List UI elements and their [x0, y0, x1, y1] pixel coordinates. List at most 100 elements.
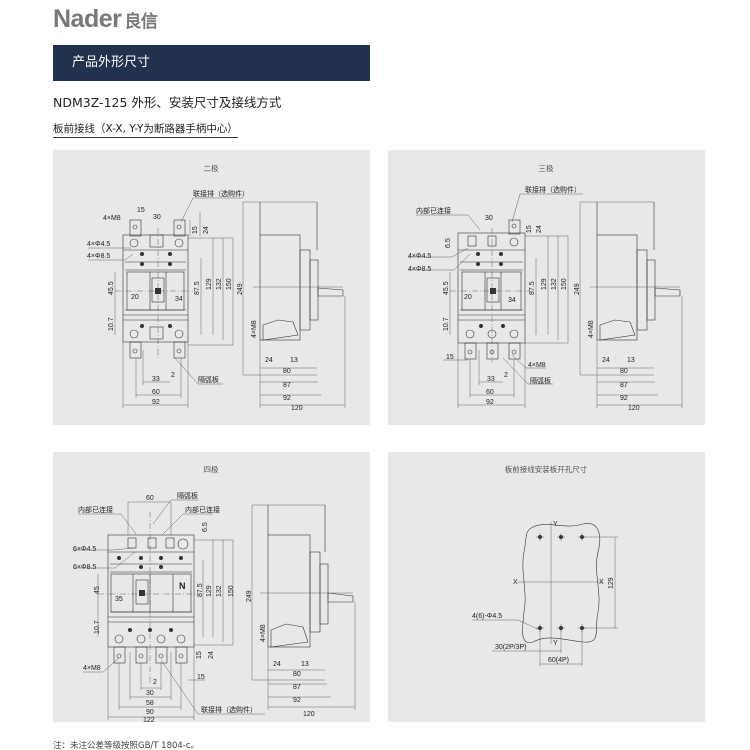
section-banner: 产品外形尺寸	[53, 45, 370, 81]
dim-label: 129	[608, 577, 615, 589]
panel-title: 二极	[204, 163, 219, 173]
dim-label: 2	[504, 372, 508, 379]
dim-label: 87.5	[197, 583, 204, 597]
dim-label: 6.5	[202, 522, 209, 532]
dim-label: 60	[146, 495, 154, 502]
dim-label: 120	[303, 711, 315, 718]
page-subtitle: 板前接线（X-X, Y-Y为断路器手柄中心）	[53, 121, 238, 138]
dim-label: 24	[536, 225, 543, 233]
dim-label: 30	[485, 215, 493, 222]
dim-label: 87.5	[194, 281, 201, 295]
dim-label: 24	[273, 661, 281, 668]
dim-label: 87	[283, 382, 291, 389]
dim-label: 15	[197, 674, 205, 681]
dim-label: 4×Φ4.5	[87, 241, 110, 248]
dim-label: 10.7	[94, 620, 101, 634]
dim-label: 87	[620, 382, 628, 389]
drawing-panel-4-pole: 四极	[53, 452, 370, 722]
front-view	[73, 499, 265, 720]
dim-label: 30	[146, 690, 154, 697]
dim-label: 24	[208, 651, 215, 659]
drawing-cutout: 板前接线安装板开孔尺寸 Y Y X X 129 4(6)-Φ4.5	[472, 464, 618, 666]
dim-label: 33	[152, 376, 160, 383]
mounting-holes	[536, 533, 586, 632]
dim-label: 45.5	[443, 281, 450, 295]
callout-label: 联接排（选购件）	[525, 185, 581, 194]
dim-label: 15	[446, 354, 454, 361]
dim-label: 249	[237, 283, 244, 295]
dim-label: 35	[115, 596, 123, 603]
callout-label: 隔弧板	[198, 375, 219, 384]
dim-label: 6×Φ4.5	[73, 546, 96, 553]
dim-label: 120	[628, 405, 640, 412]
dim-label: 4×M8	[260, 624, 267, 642]
cutout-outline	[472, 522, 618, 666]
dim-label: 15	[196, 651, 203, 659]
drawing-panel-3-pole: 三极	[388, 150, 705, 425]
dim-label: 129	[206, 278, 213, 290]
dim-label: 58	[146, 700, 154, 707]
dim-label: 60	[152, 389, 160, 396]
side-view	[579, 201, 683, 408]
dim-label: 4×M8	[103, 215, 121, 222]
drawing-4-pole: 四极	[73, 464, 356, 722]
callout-label: 隔弧板	[530, 376, 551, 385]
dim-label: 24	[265, 357, 273, 364]
footnote: 注：未注公差等级按照GB/T 1804-c。	[53, 741, 200, 750]
dim-label: 30(2P/3P)	[495, 644, 527, 651]
dim-label: 45	[94, 586, 101, 594]
callout-label: 4×M8	[83, 665, 101, 672]
dim-label: 120	[291, 405, 303, 412]
logo-cn: 良信	[124, 12, 158, 31]
dim-label: 4×Φ4.5	[408, 253, 431, 260]
dim-label: 87	[293, 684, 301, 691]
dim-label: 129	[206, 585, 213, 597]
front-view	[88, 197, 243, 408]
dim-label: 30	[153, 214, 161, 221]
dim-label: 13	[627, 357, 635, 364]
dim-label: 4×Φ8.5	[408, 266, 431, 273]
dim-label: 92	[620, 395, 628, 402]
dim-label: 60	[486, 389, 494, 396]
callout-label: 隔弧板	[177, 491, 198, 500]
dim-label: 2	[153, 679, 157, 686]
dim-label: 132	[551, 278, 558, 290]
dim-label: 20	[131, 294, 139, 301]
panel-title: 四极	[204, 464, 219, 474]
callout-label: 4×M8	[528, 362, 546, 369]
page-title: NDM3Z-125 外形、安装尺寸及接线方式	[53, 95, 282, 110]
callout-label: 联接排（选购件）	[193, 189, 249, 198]
dim-label: 92	[486, 399, 494, 406]
dim-label: 87.5	[529, 281, 536, 295]
dim-label: 6.5	[445, 238, 452, 248]
dim-label: 15	[526, 225, 533, 233]
dim-label: 92	[283, 395, 291, 402]
axis-label-x: X	[599, 579, 604, 586]
panel-title: 三极	[539, 163, 554, 173]
dim-label: 80	[293, 671, 301, 678]
dim-label: 249	[574, 283, 581, 295]
dim-label: 132	[216, 278, 223, 290]
dim-label: 24	[602, 357, 610, 364]
dim-label: 20	[464, 294, 472, 301]
callout-label: 内部已连接	[185, 505, 220, 514]
panel-title: 板前接线安装板开孔尺寸	[505, 464, 588, 474]
drawing-panel-cutout: 板前接线安装板开孔尺寸 Y Y X X 129 4(6)-Φ4.5	[388, 452, 705, 722]
front-view	[408, 193, 583, 408]
side-view	[251, 504, 356, 710]
dim-label: 2	[171, 372, 175, 379]
drawing-2-pole: 二极	[87, 163, 346, 412]
dim-label: 10.7	[443, 317, 450, 331]
dim-label: 80	[283, 368, 291, 375]
neutral-pole-label: N	[179, 581, 186, 591]
logo-text: Nader	[53, 5, 122, 33]
callout-label: 联接排（选购件）	[201, 705, 257, 714]
dim-label: 129	[541, 278, 548, 290]
dim-label: 10.7	[108, 317, 115, 331]
axis-label-y: Y	[553, 521, 558, 528]
dim-label: 24	[203, 226, 210, 234]
callout-label: 内部已连接	[78, 505, 113, 514]
dim-label: 45.5	[108, 281, 115, 295]
